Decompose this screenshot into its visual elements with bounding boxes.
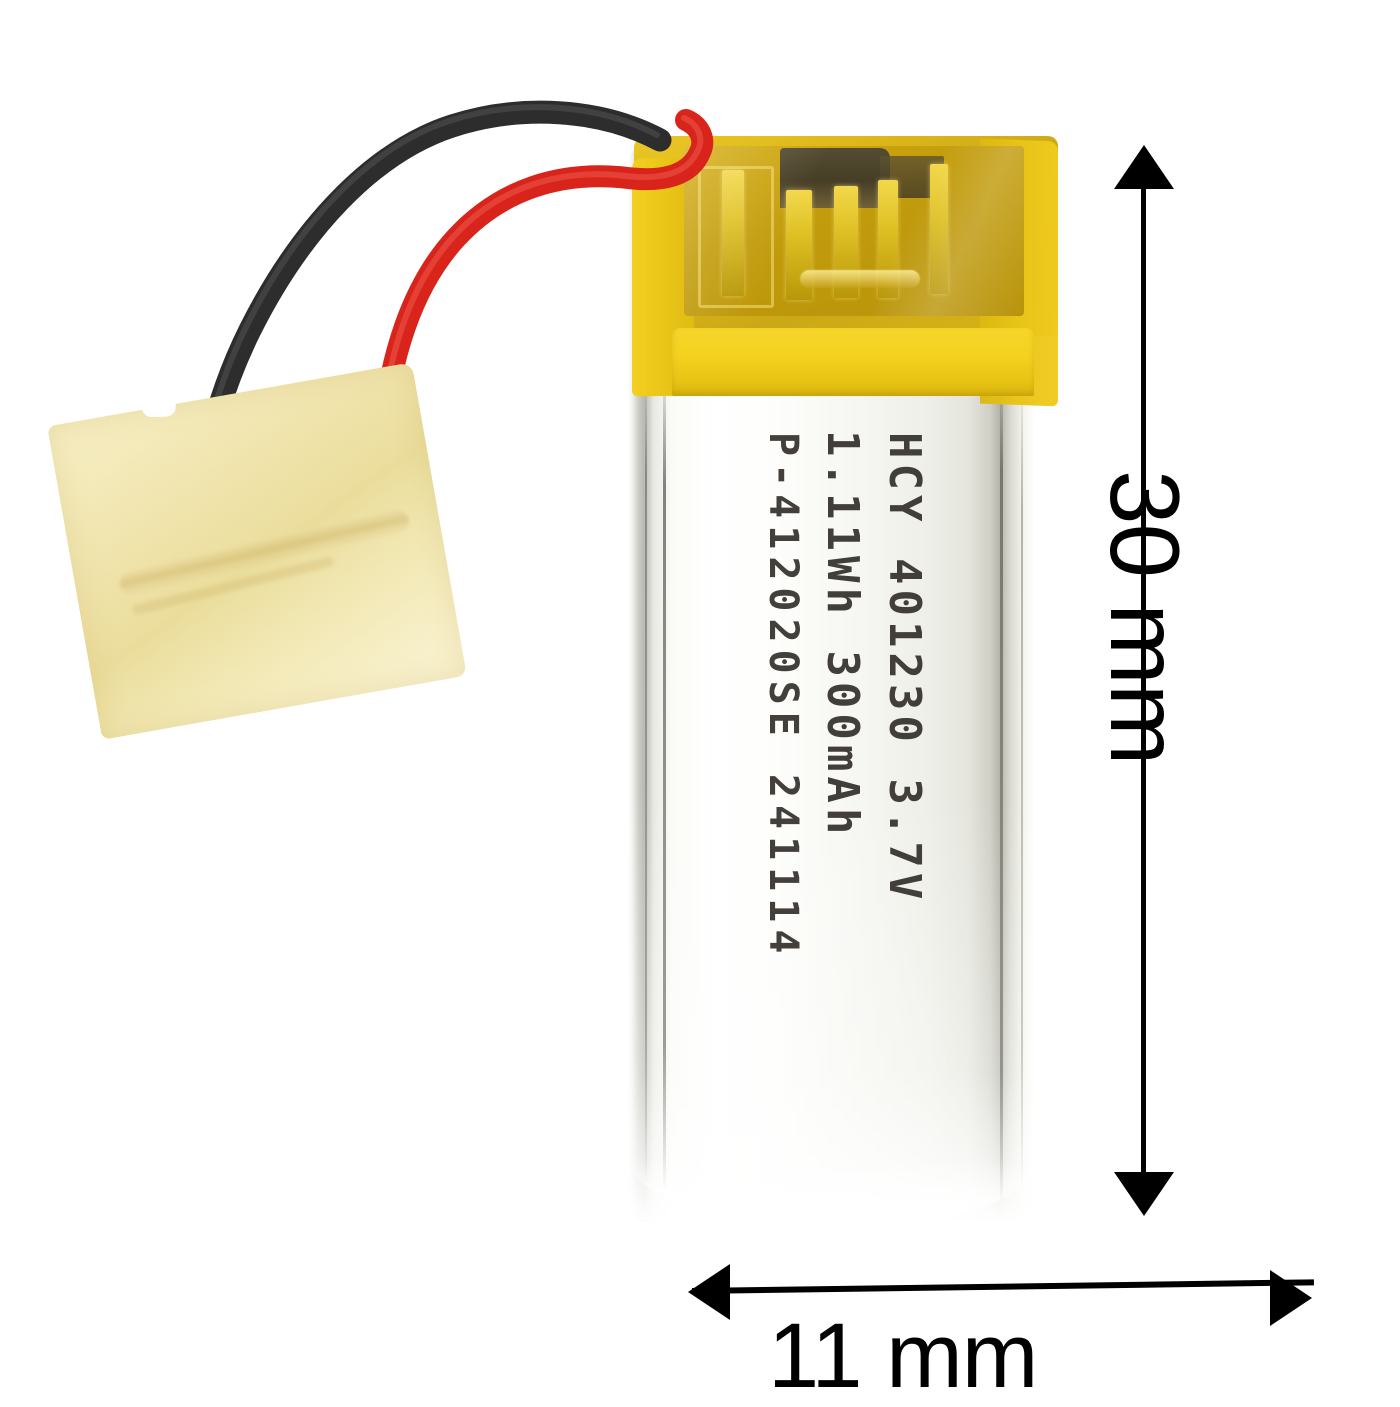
cell-label-line-1: HCY 401230 3.7V: [879, 432, 930, 905]
pcm-solder-bead: [800, 270, 920, 288]
insulator-tape-square: [47, 362, 467, 740]
pouch-seam-left-outer: [645, 392, 647, 1182]
width-arrowhead-left-icon: [688, 1264, 730, 1320]
pouch-bottom-curve: [630, 1159, 1038, 1229]
pcm-nickel-tab-1: [722, 170, 744, 296]
width-dimension-label: 11 mm: [768, 1305, 1038, 1407]
height-dimension-shaft: [1141, 150, 1146, 1210]
cell-label-line-2: 1.11Wh 300mAh: [817, 430, 868, 840]
cell-label-line-3: P-412020SE 241114: [760, 432, 806, 961]
insulator-tape-surface: [47, 362, 467, 740]
pcm-nickel-tab-5: [930, 164, 948, 294]
width-arrowhead-right-icon: [1270, 1270, 1312, 1326]
pouch-seam-right-inner: [1000, 390, 1003, 1202]
kapton-tape-front-band: [672, 328, 1034, 396]
pcm-gloss-overlay: [684, 146, 1024, 316]
pouch-seam-right-outer: [1021, 400, 1023, 1190]
height-dimension-label: 30 mm: [1090, 470, 1200, 765]
pouch-seam-left-inner: [663, 390, 666, 1190]
insulator-tape-crease: [117, 507, 413, 600]
width-dimension-shaft: [691, 1279, 1314, 1294]
height-arrowhead-bottom-icon: [1114, 1172, 1174, 1216]
height-arrowhead-top-icon: [1114, 145, 1174, 189]
insulator-tape-notch: [141, 400, 177, 418]
protection-circuit-module: [684, 146, 1024, 316]
pcm-nickel-tab-4: [878, 180, 898, 298]
